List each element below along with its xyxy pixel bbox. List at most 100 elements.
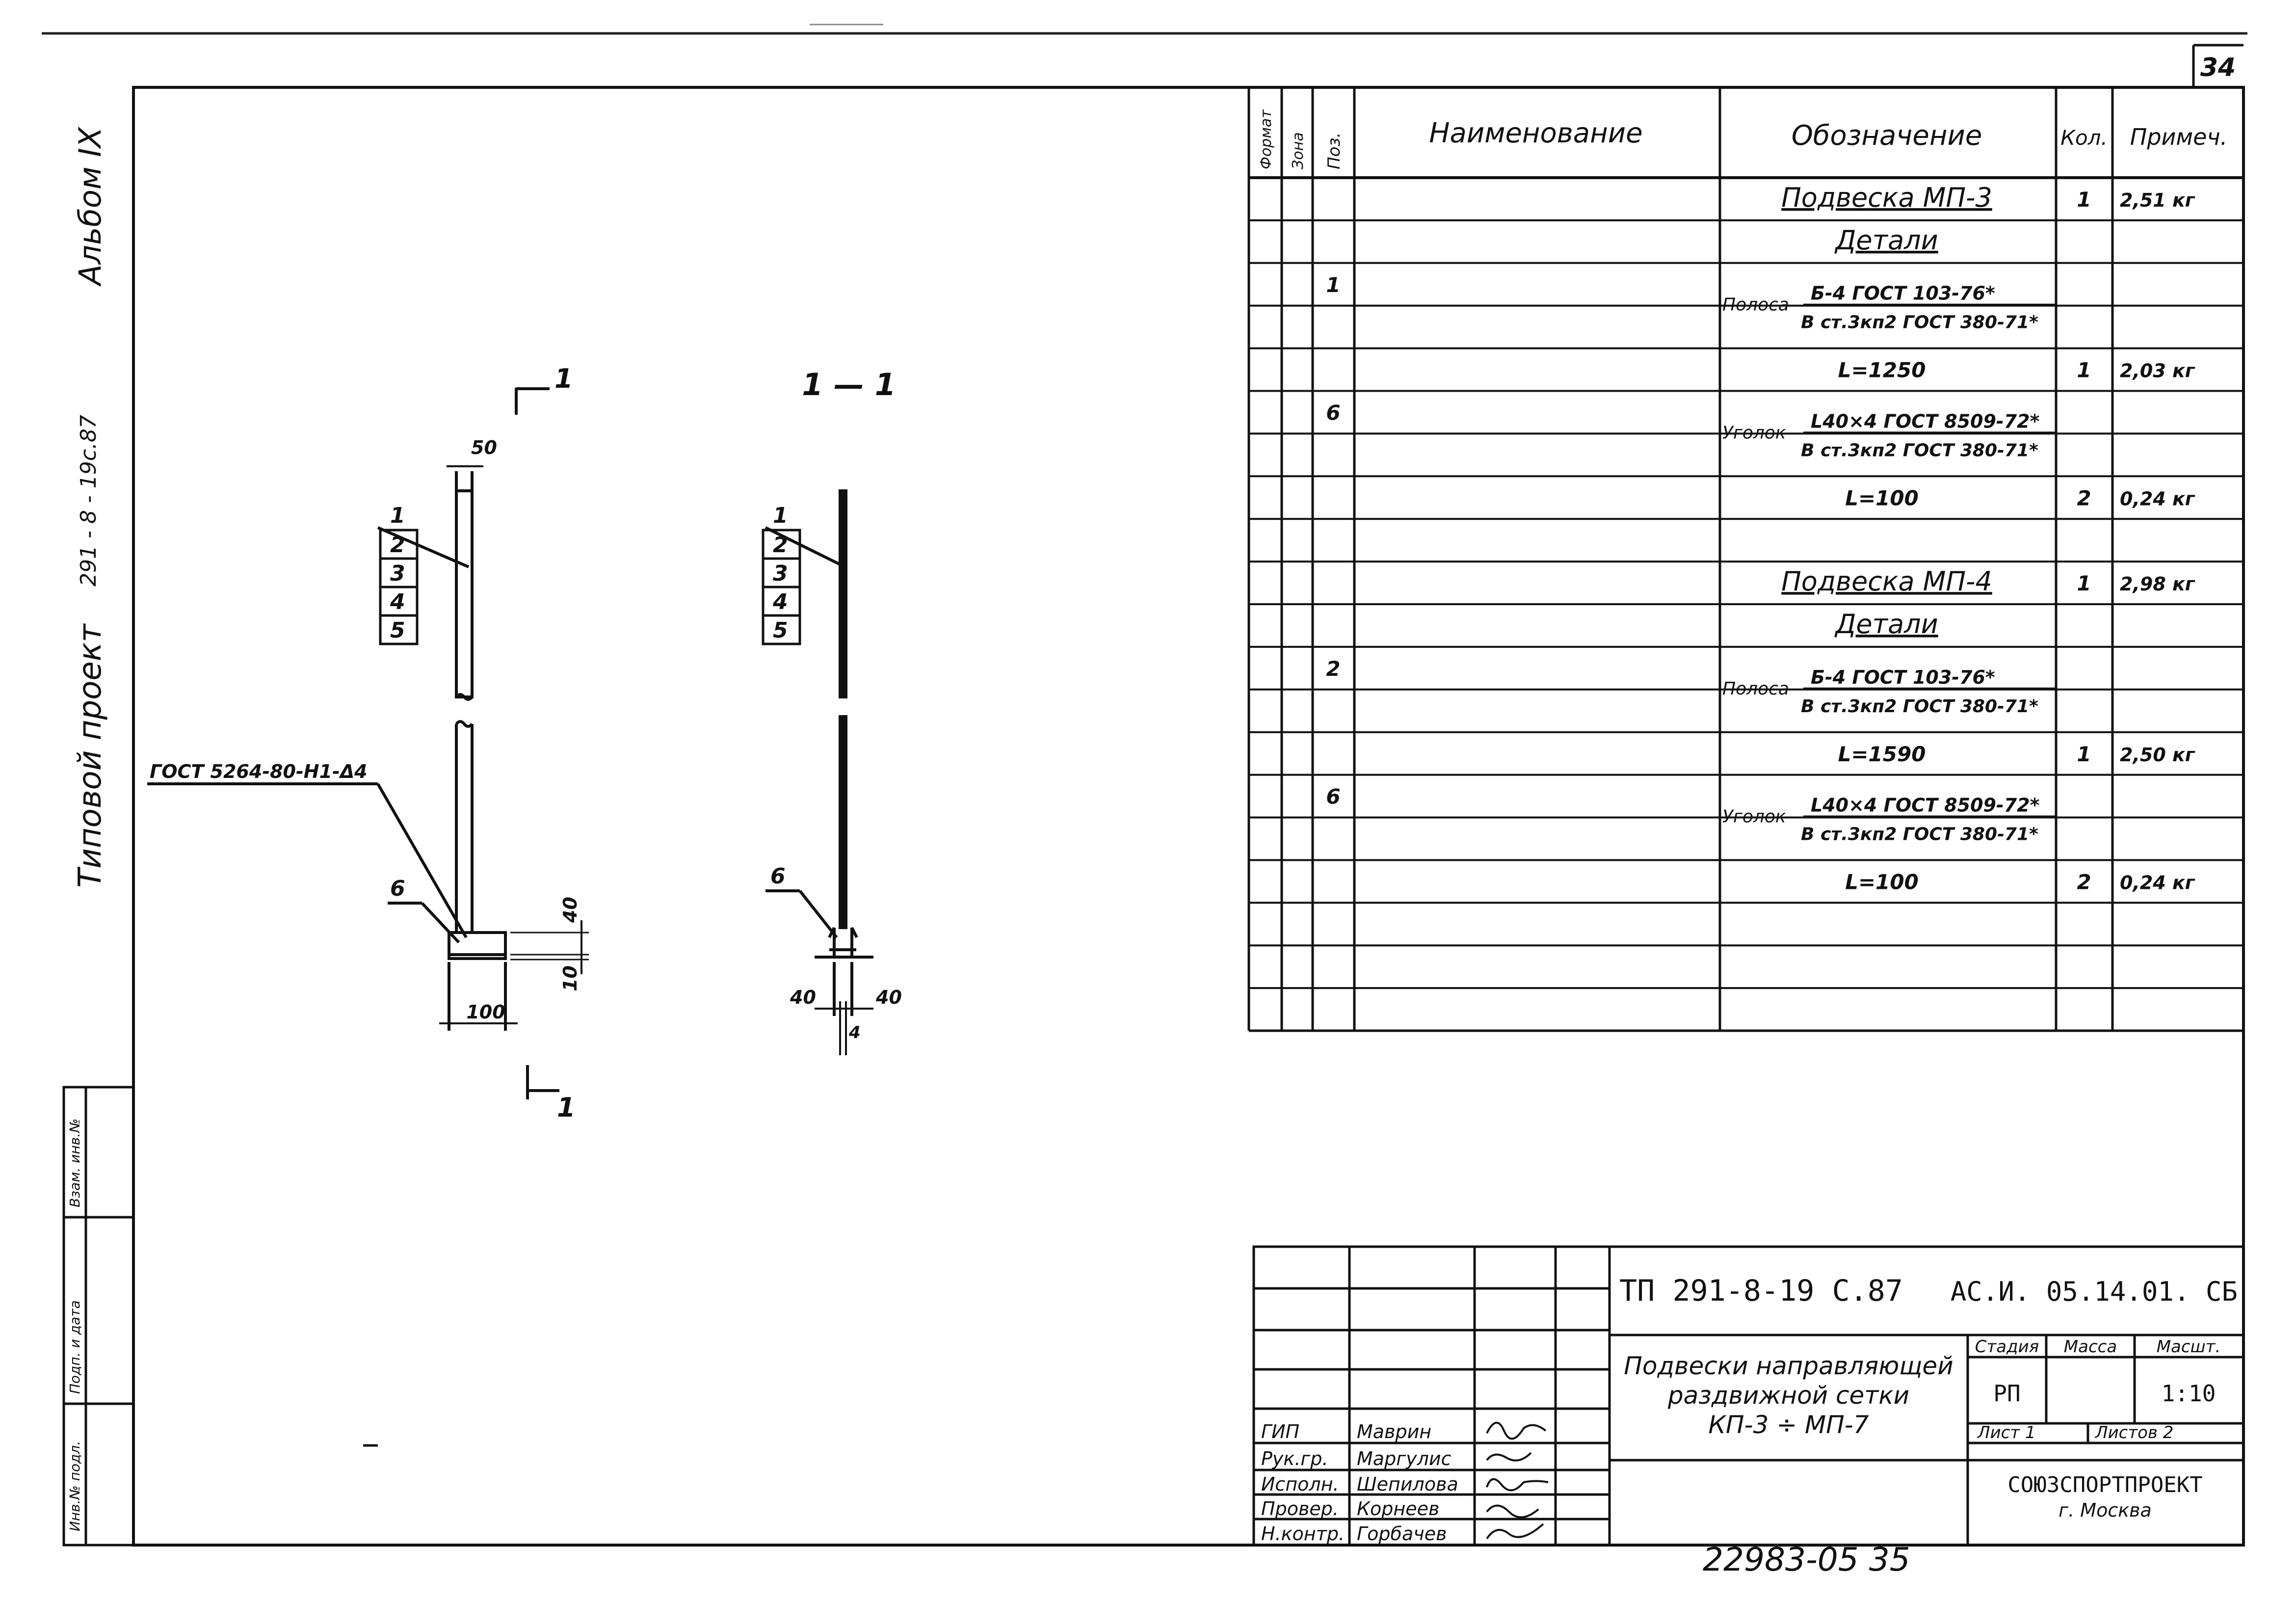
scale-value: 1:10 bbox=[2162, 1380, 2216, 1407]
signer-role-5: Н.контр. bbox=[1261, 1523, 1345, 1545]
header-qty: Кол. bbox=[2060, 126, 2108, 150]
row-qty: 2 bbox=[2077, 486, 2091, 510]
header-designation: Обозначение bbox=[1792, 120, 1982, 152]
drawing-frame bbox=[132, 86, 2245, 1547]
project-code: 291 - 8 - 19с.87 bbox=[76, 415, 101, 587]
row-pos: 6 bbox=[1326, 785, 1340, 809]
stamp-sign-label: Подп. и дата bbox=[67, 1300, 83, 1394]
row-designation: Детали bbox=[1834, 609, 1938, 640]
spec-table-grid bbox=[1247, 87, 2243, 1032]
sec-pos-2: 2 bbox=[773, 533, 788, 558]
section-view bbox=[765, 489, 873, 1055]
row-designation: Подвеска МП-3 bbox=[1781, 182, 1992, 213]
row-note: 2,50 кг bbox=[2120, 744, 2195, 766]
row-designation: Б-4 ГОСТ 103-76* bbox=[1811, 283, 1995, 304]
row-prefix: Уголок bbox=[1722, 807, 1786, 827]
sec-pos-6: 6 bbox=[770, 864, 786, 889]
dim-h1: 40 bbox=[559, 897, 581, 923]
section-mark-bottom: 1 bbox=[557, 1092, 576, 1123]
row-qty: 2 bbox=[2077, 870, 2091, 894]
row-prefix: Уголок bbox=[1722, 423, 1786, 443]
header-pos: Поз. bbox=[1324, 133, 1344, 169]
left-position-boxes bbox=[379, 529, 419, 645]
row-prefix: Полоса bbox=[1722, 679, 1789, 699]
weld-note: ГОСТ 5264-80-Н1-Δ4 bbox=[150, 761, 368, 782]
row-qty: 1 bbox=[2077, 187, 2091, 212]
title-line-2: раздвижной сетки bbox=[1667, 1381, 1909, 1410]
row-designation: В ст.3кп2 ГОСТ 380-71* bbox=[1801, 440, 2038, 460]
header-name: Наименование bbox=[1429, 117, 1642, 149]
left-pos-1: 1 bbox=[390, 503, 405, 528]
signer-name-3: Шепилова bbox=[1357, 1473, 1458, 1495]
row-designation: L40×4 ГОСТ 8509-72* bbox=[1811, 410, 2040, 432]
sheet-label: Лист 1 bbox=[1977, 1423, 2036, 1443]
signatures bbox=[1486, 1421, 1549, 1540]
signer-name-5: Горбачев bbox=[1357, 1523, 1447, 1545]
album-label: Альбом IX bbox=[72, 126, 108, 287]
row-designation: В ст.3кп2 ГОСТ 380-71* bbox=[1801, 696, 2038, 717]
doc-code: ТП 291-8-19 С.87 bbox=[1619, 1274, 1903, 1308]
row-designation: В ст.3кп2 ГОСТ 380-71* bbox=[1801, 313, 2038, 333]
sec-dim-thick: 4 bbox=[848, 1023, 861, 1042]
row-note: 2,98 кг bbox=[2120, 573, 2195, 595]
sec-dim-right: 40 bbox=[875, 987, 902, 1008]
mass-label: Масса bbox=[2064, 1337, 2117, 1357]
row-note: 2,51 кг bbox=[2120, 189, 2195, 211]
left-pos-4: 4 bbox=[390, 589, 405, 614]
sheet-code: АС.И. 05.14.01. СБ bbox=[1951, 1276, 2238, 1307]
header-zone: Зона bbox=[1290, 132, 1307, 169]
title-line-1: Подвески направляющей bbox=[1624, 1352, 1953, 1380]
section-mark-top: 1 bbox=[554, 363, 573, 394]
sec-pos-4: 4 bbox=[772, 589, 788, 614]
signer-role-4: Провер. bbox=[1261, 1498, 1339, 1520]
header-note: Примеч. bbox=[2130, 124, 2228, 150]
page-number: 34 bbox=[2200, 53, 2236, 82]
row-designation: Б-4 ГОСТ 103-76* bbox=[1811, 667, 1995, 688]
archive-number: 22983-05 35 bbox=[1703, 1541, 1910, 1578]
left-pos-5: 5 bbox=[390, 618, 405, 643]
left-pos-2: 2 bbox=[390, 533, 405, 558]
signer-name-2: Маргулис bbox=[1357, 1448, 1451, 1469]
dim-h2: 10 bbox=[559, 965, 581, 991]
left-pos-3: 3 bbox=[390, 561, 405, 586]
stage-label: Стадия bbox=[1975, 1337, 2039, 1357]
row-qty: 1 bbox=[2077, 571, 2091, 595]
margin-stamp bbox=[62, 1086, 135, 1547]
row-pos: 2 bbox=[1326, 657, 1340, 681]
signer-name-4: Корнеев bbox=[1357, 1498, 1439, 1520]
left-view bbox=[147, 387, 589, 1099]
row-designation: L=100 bbox=[1845, 486, 1919, 510]
row-designation: L=1250 bbox=[1838, 358, 1926, 382]
row-designation: Детали bbox=[1834, 225, 1938, 256]
row-designation: L40×4 ГОСТ 8509-72* bbox=[1811, 795, 2040, 816]
stamp-inv-label: Инв.№ подл. bbox=[67, 1441, 83, 1531]
sec-dim-left: 40 bbox=[790, 987, 816, 1008]
row-prefix: Полоса bbox=[1722, 295, 1789, 315]
row-note: 0,24 кг bbox=[2120, 872, 2195, 893]
signer-name-1: Маврин bbox=[1357, 1421, 1431, 1443]
project-type: Типовой проект bbox=[72, 623, 108, 888]
section-position-boxes bbox=[762, 529, 801, 645]
header-format: Формат bbox=[1258, 109, 1275, 169]
row-qty: 1 bbox=[2077, 358, 2091, 382]
stage-value: РП bbox=[1993, 1380, 2020, 1407]
org-name: СОЮЗСПОРТПРОЕКТ bbox=[2007, 1472, 2202, 1497]
sheets-label: Листов 2 bbox=[2094, 1423, 2173, 1443]
dim-base: 100 bbox=[466, 1001, 505, 1023]
row-designation: L=1590 bbox=[1838, 742, 1926, 766]
row-pos: 1 bbox=[1326, 273, 1340, 297]
org-city: г. Москва bbox=[2058, 1499, 2152, 1521]
row-note: 0,24 кг bbox=[2120, 488, 2195, 509]
title-block-grid bbox=[1252, 1245, 2245, 1547]
signer-role-2: Рук.гр. bbox=[1261, 1448, 1328, 1469]
row-qty: 1 bbox=[2077, 742, 2091, 766]
dim-width: 50 bbox=[471, 437, 497, 458]
scale-label: Масшт. bbox=[2157, 1337, 2221, 1357]
sec-pos-5: 5 bbox=[773, 618, 788, 643]
row-designation: Подвеска МП-4 bbox=[1781, 566, 1992, 597]
stamp-replace-label: Взам. инв.№ bbox=[67, 1119, 83, 1207]
row-designation: L=100 bbox=[1845, 870, 1919, 894]
title-line-3: КП-3 ÷ МП-7 bbox=[1708, 1411, 1869, 1439]
